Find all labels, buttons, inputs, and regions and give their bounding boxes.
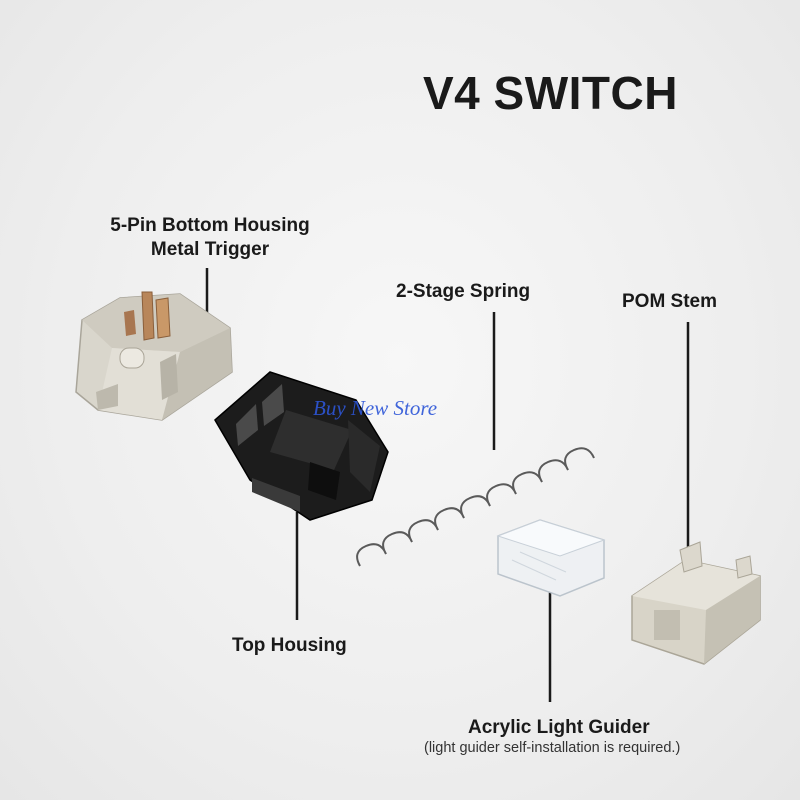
bottom-housing-part [75,291,233,421]
bottom-housing-label-line1: 5-Pin Bottom Housing [110,215,310,236]
store-watermark: Buy New Store [313,396,438,420]
top-housing-part [214,371,389,521]
stem-part [631,541,761,665]
bottom-housing-label-line2: Metal Trigger [150,238,270,260]
light-guider-label: Acrylic Light Guider [468,717,650,738]
diagram-title: V4 SWITCH [423,67,678,119]
light-guider-note: (light guider self-installation is requi… [424,740,681,756]
bottom-housing-label: 5-Pin Bottom Housing Metal Trigger [92,214,328,262]
light-guider-part [496,519,606,597]
top-housing-label: Top Housing [232,635,347,656]
stem-label: POM Stem [622,291,718,312]
spring-label: 2-Stage Spring [396,281,531,302]
spring-part [356,447,595,567]
